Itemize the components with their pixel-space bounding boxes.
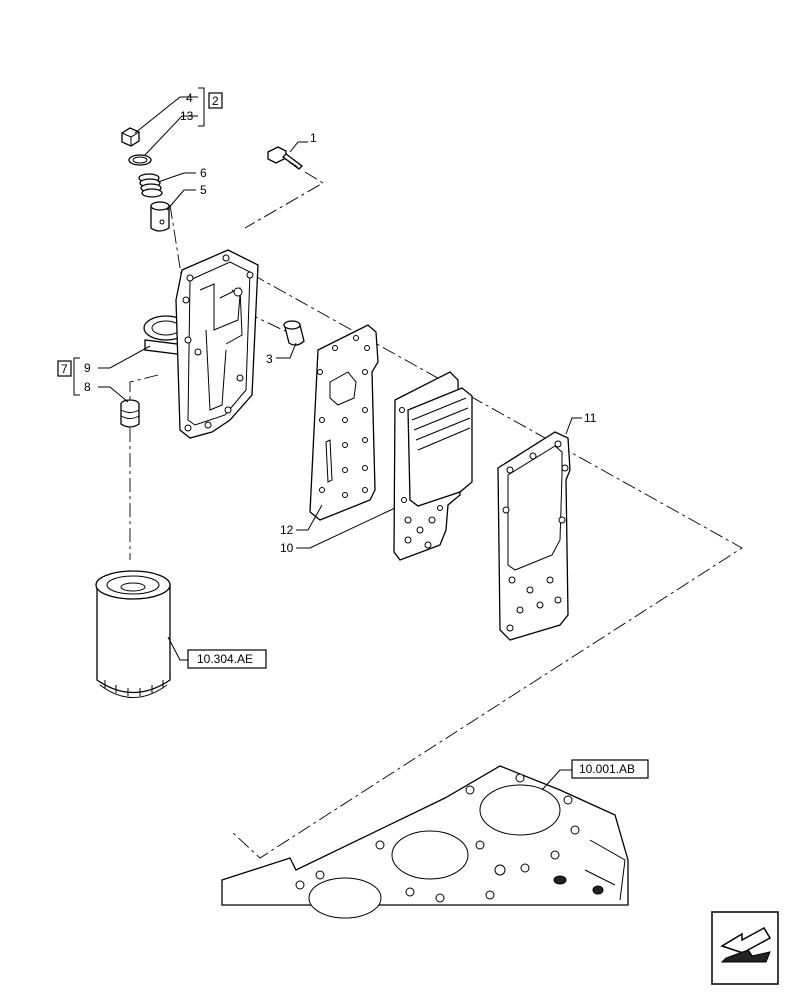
previous-page-arrow-icon[interactable] bbox=[711, 911, 779, 985]
spring-part-6 bbox=[138, 173, 163, 198]
valve-part-8 bbox=[120, 399, 140, 428]
leader-lines bbox=[73, 87, 582, 791]
callout-4: 4 bbox=[186, 91, 193, 105]
callout-7-box bbox=[57, 360, 72, 377]
valve-part-5 bbox=[150, 201, 170, 232]
gasket-part-11 bbox=[497, 431, 571, 641]
oil-filter-cartridge bbox=[95, 570, 171, 698]
callout-12: 12 bbox=[280, 523, 294, 537]
gasket-part-12 bbox=[309, 324, 379, 521]
seal-ring-part-13 bbox=[128, 154, 152, 166]
callout-3: 3 bbox=[266, 352, 273, 366]
sleeve-part-3 bbox=[283, 320, 305, 346]
ref-engine-block-label: 10.001.AB bbox=[579, 762, 635, 776]
callout-7: 7 bbox=[61, 362, 68, 376]
callout-5: 5 bbox=[200, 183, 207, 197]
callout-1: 1 bbox=[310, 131, 317, 145]
callout-6: 6 bbox=[200, 166, 207, 180]
callout-13: 13 bbox=[180, 109, 194, 123]
callout-2: 2 bbox=[212, 94, 219, 108]
oil-cooler-part-10 bbox=[393, 371, 473, 561]
callout-labels: 1 4 13 2 6 5 3 7 9 8 12 10 11 bbox=[57, 91, 597, 555]
callout-10: 10 bbox=[280, 541, 294, 555]
callout-9: 9 bbox=[84, 361, 91, 375]
ref-oil-filter-label: 10.304.AE bbox=[197, 652, 253, 666]
bolt-part-1 bbox=[267, 146, 303, 170]
ref-oil-filter[interactable]: 10.304.AE bbox=[187, 649, 267, 669]
callout-11: 11 bbox=[584, 411, 597, 425]
engine-block bbox=[221, 765, 629, 919]
callout-8: 8 bbox=[84, 380, 91, 394]
oil-filter-housing bbox=[143, 249, 259, 439]
ref-engine-block[interactable]: 10.001.AB bbox=[571, 759, 649, 779]
plug-part-4 bbox=[121, 127, 140, 147]
callout-2-box bbox=[208, 92, 223, 109]
